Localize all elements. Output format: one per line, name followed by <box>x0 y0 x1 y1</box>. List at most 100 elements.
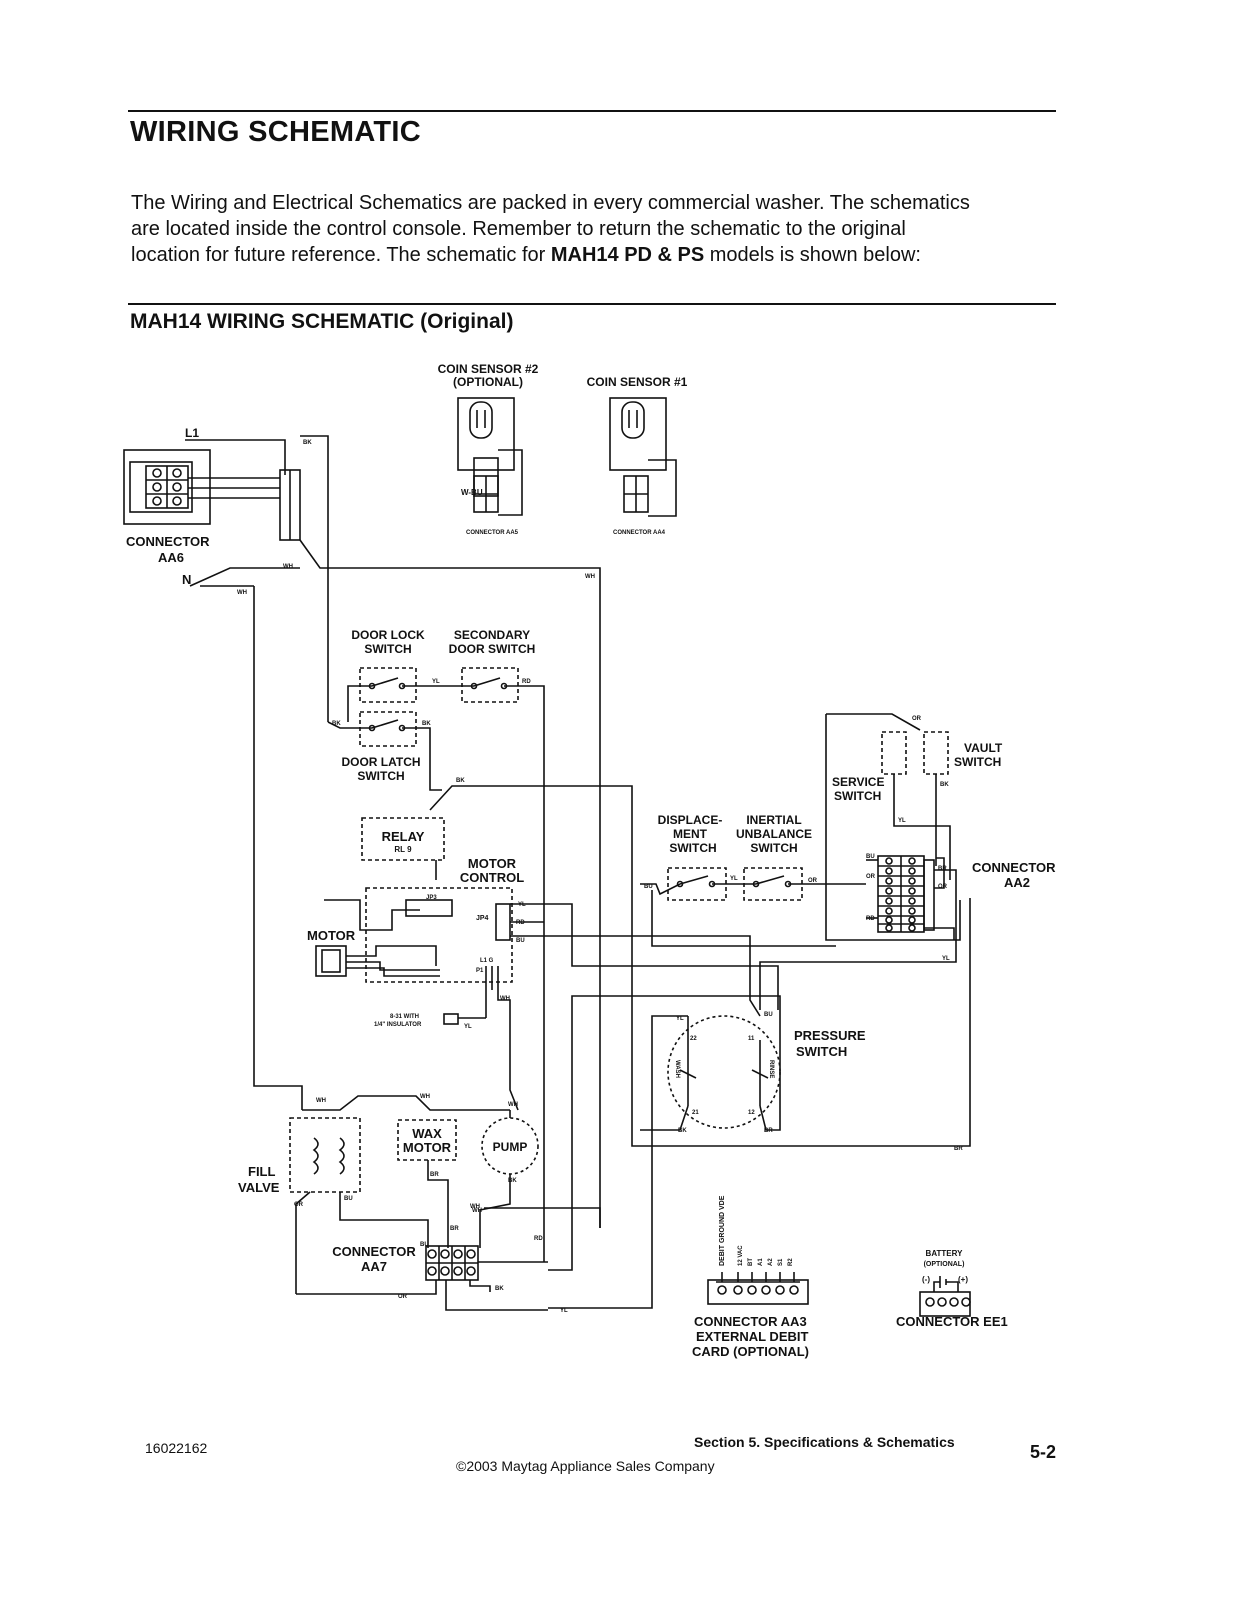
connector-aa7-id: AA7 <box>361 1259 387 1274</box>
section-reference: Section 5. Specifications & Schematics <box>694 1434 955 1450</box>
wire-or-label: OR <box>866 874 876 880</box>
wire-yl-label: YL <box>432 679 440 685</box>
intro-paragraph: The Wiring and Electrical Schematics are… <box>131 190 1051 268</box>
displacement-label-2: MENT <box>673 827 708 841</box>
pressure-switch: PRESSURE SWITCH 22 11 21 12 WASH RINSE Y… <box>548 995 963 1309</box>
coin-sensor-2-optional: (OPTIONAL) <box>453 375 523 389</box>
document-number: 16022162 <box>145 1440 208 1456</box>
fill-valve-wax-pump: FILL VALVE WH WH WAX MOTOR PUMP OR BU BR… <box>238 1094 601 1294</box>
secondary-door-switch-label: DOOR SWITCH <box>449 642 536 656</box>
wire-yl-label: YL <box>676 1016 684 1022</box>
pressure-state-wash: WASH <box>674 1060 680 1078</box>
wire-bk-label: BK <box>332 721 341 727</box>
connector-aa7-title: CONNECTOR <box>332 1244 416 1259</box>
wire-rd-label: RD <box>534 1236 543 1242</box>
section-title: MAH14 WIRING SCHEMATIC (Original) <box>130 310 514 333</box>
terminal-12: 12 <box>748 1110 755 1116</box>
wire-or-label: OR <box>912 716 922 722</box>
wire-wh-label: WH <box>420 1094 430 1100</box>
displacement-inertial-switch: DISPLACE- MENT SWITCH INERTIAL UNBALANCE… <box>640 813 866 947</box>
connector-aa3: DEBIT GROUND VDE 12 VAC BT A1 A2 S1 R2 C… <box>692 1195 809 1359</box>
displacement-label-3: SWITCH <box>669 841 716 855</box>
motor-control-label-1: MOTOR <box>468 856 517 871</box>
wax-motor-label-2: MOTOR <box>403 1140 452 1155</box>
debit-ground-label: DEBIT GROUND VDE <box>719 1195 726 1266</box>
wire-bk-label: BK <box>422 721 431 727</box>
wire-yl-label: YL <box>518 902 526 908</box>
wire-bk-label: BK <box>456 778 465 784</box>
w-bu-label: W-BU <box>461 488 483 497</box>
wire-br-label: BR <box>430 1172 439 1178</box>
terminal-22: 22 <box>690 1036 697 1042</box>
aa3-pin-label: BT <box>748 1258 754 1266</box>
battery-plus-label: (+) <box>958 1275 968 1284</box>
motor-control: RELAY RL 9 MOTOR CONTROL JP3 JP4 L1 G P1… <box>307 817 779 1111</box>
coin-sensor-1-label: COIN SENSOR #1 <box>587 375 688 389</box>
wire-bu-label: BU <box>644 884 653 890</box>
wire-bk-label: BK <box>508 1178 517 1184</box>
wire-or-label: OR <box>938 884 948 890</box>
connector-aa2-id: AA2 <box>1004 875 1030 890</box>
connector-ee1: BATTERY (OPTIONAL) (-) (+) CONNECTOR EE1 <box>896 1249 1008 1329</box>
connector-aa4-label: CONNECTOR AA4 <box>613 530 666 536</box>
wire-wh-label: WH <box>585 574 595 580</box>
fill-valve-label-2: VALVE <box>238 1180 280 1195</box>
main-wiring: BK WH WH WH <box>189 435 601 1228</box>
jp4-label: JP4 <box>476 915 489 922</box>
door-switches: DOOR LOCK SWITCH SECONDARY DOOR SWITCH Y… <box>327 628 971 1248</box>
wire-bu-label: BU <box>516 938 525 944</box>
wire-bk-label: BK <box>940 782 949 788</box>
vault-service-switch: OR VAULT SWITCH SERVICE SWITCH BK YL <box>825 713 1003 941</box>
p1-label: P1 <box>476 968 484 974</box>
wire-wh-label: WH <box>283 564 293 570</box>
insulator-label-1: 8-31 WITH <box>390 1014 419 1020</box>
intro-model: MAH14 PD & PS <box>550 244 705 266</box>
section-rule <box>128 303 1056 305</box>
wax-motor-label-1: WAX <box>412 1126 442 1141</box>
page-number: 5-2 <box>1030 1442 1057 1462</box>
wire-or-label: OR <box>808 878 818 884</box>
connector-aa3-label-2: EXTERNAL DEBIT <box>696 1329 808 1344</box>
service-switch-label-2: SWITCH <box>834 789 881 803</box>
wire-wh-label: WH <box>470 1204 480 1210</box>
pump-label: PUMP <box>493 1140 528 1154</box>
battery-label-2: (OPTIONAL) <box>924 1261 965 1268</box>
aa3-pin-label: S1 <box>778 1258 784 1266</box>
wire-br-label: BR <box>450 1226 459 1232</box>
intro-line: are located inside the control console. … <box>131 218 906 240</box>
coin-sensor-1: COIN SENSOR #1 CONNECTOR AA4 <box>587 375 688 536</box>
connector-aa5-label: CONNECTOR AA5 <box>466 530 519 536</box>
intro-end: models is shown below: <box>704 244 921 266</box>
wire-yl-label: YL <box>898 818 906 824</box>
coin-sensor-2: COIN SENSOR #2 (OPTIONAL) W-BU CONNECTOR… <box>438 362 539 536</box>
relay-label: RELAY <box>382 829 425 844</box>
connector-ee1-label: CONNECTOR EE1 <box>896 1314 1008 1329</box>
vault-switch-label-1: VAULT <box>964 741 1003 755</box>
wire-yl-label: YL <box>942 956 950 962</box>
aa3-pin-label: A2 <box>768 1258 774 1266</box>
inertial-label-1: INERTIAL <box>746 813 801 827</box>
wire-yl-label: YL <box>464 1024 472 1030</box>
wire-br-label: BR <box>938 866 947 872</box>
connector-aa3-label-1: CONNECTOR AA3 <box>694 1314 807 1329</box>
insulator-label-2: 1/4" INSULATOR <box>374 1022 422 1028</box>
wire-or-label: OR <box>398 1294 408 1300</box>
connector-aa6-title: CONNECTOR <box>126 534 210 549</box>
connector-aa2-title: CONNECTOR <box>972 860 1056 875</box>
wire-rd-label: RD <box>522 679 531 685</box>
wire-bu-label: BU <box>866 854 875 860</box>
aa3-pin-label: R2 <box>788 1258 794 1266</box>
service-switch-label-1: SERVICE <box>832 775 884 789</box>
battery-minus-label: (-) <box>922 1275 930 1284</box>
wire-bk-label: BK <box>678 1128 687 1134</box>
wire-rd-label: RD <box>516 920 525 926</box>
jp3-label: JP3 <box>426 895 437 901</box>
door-lock-switch-label: SWITCH <box>364 642 411 656</box>
wire-wh-label: WH <box>316 1098 326 1104</box>
connector-aa3-label-3: CARD (OPTIONAL) <box>692 1344 809 1359</box>
inertial-label-3: SWITCH <box>750 841 797 855</box>
top-rule <box>128 110 1056 112</box>
connector-aa2: CONNECTOR AA2 BU OR RD BR OR YL <box>759 854 1056 1010</box>
coin-sensor-2-label: COIN SENSOR #2 <box>438 362 539 376</box>
